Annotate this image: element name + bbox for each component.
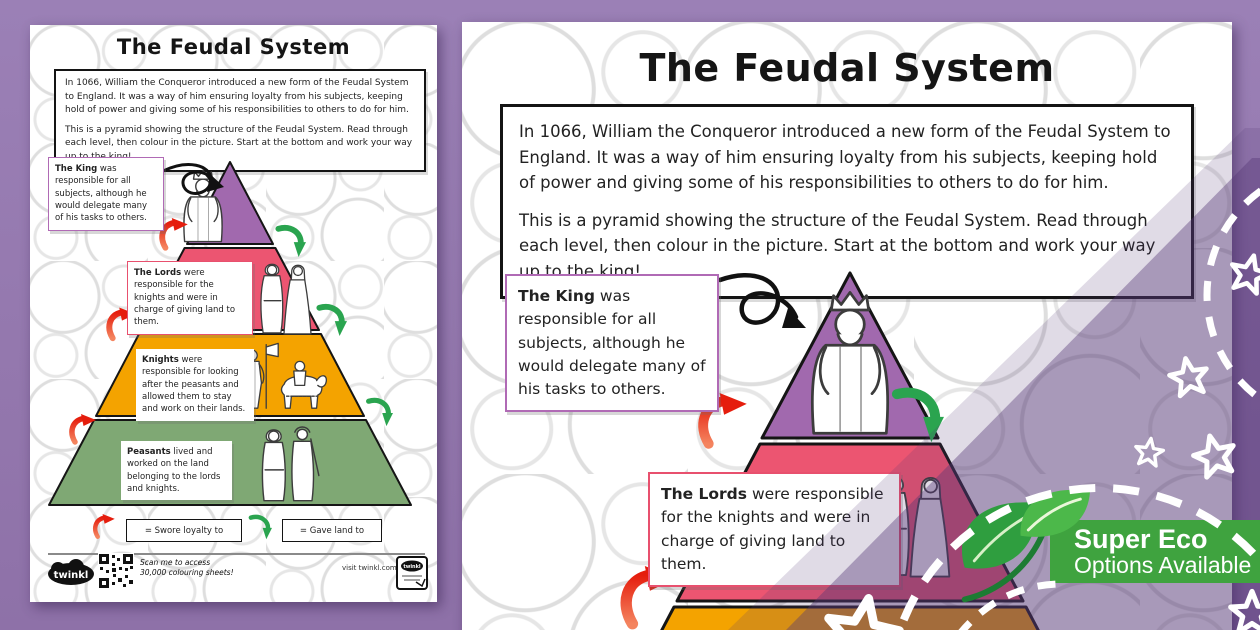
intro-text-box: In 1066, William the Conqueror introduce… <box>500 104 1194 300</box>
qr-code-icon <box>98 553 134 589</box>
knights-description-box: Knights were responsible for looking aft… <box>136 349 254 421</box>
svg-text:twinkl: twinkl <box>54 570 89 581</box>
gave-land-arrow-icon <box>278 228 306 257</box>
eco-badge-title: Super Eco <box>1074 523 1208 554</box>
swore-loyalty-arrow-icon <box>72 414 96 442</box>
svg-text:twinkl: twinkl <box>403 564 421 570</box>
qr-caption: Scan me to access 30,000 colouring sheet… <box>140 558 234 578</box>
page-title: The Feudal System <box>639 46 1055 90</box>
swore-loyalty-arrow-icon <box>92 513 118 541</box>
gave-land-arrow-icon <box>246 512 272 542</box>
king-description-box: The King was responsible for all subject… <box>505 274 719 413</box>
star-icon <box>1231 591 1260 630</box>
king-figure-illustration <box>183 169 223 243</box>
lords-label: The Lords <box>661 485 748 503</box>
worksheet-page-full[interactable]: The Feudal System In 1066, William the C… <box>30 25 437 602</box>
legend-swore-loyalty: = Swore loyalty to <box>126 519 242 542</box>
king-label: The King <box>518 287 595 305</box>
eco-leaves-icon <box>961 489 1090 603</box>
gave-land-arrow-icon <box>897 393 944 443</box>
lords-description-box: The Lords were responsible for the knigh… <box>648 472 901 587</box>
intro-paragraph-1: In 1066, William the Conqueror introduce… <box>65 78 409 115</box>
king-label: The King <box>55 164 98 174</box>
twinkl-logo: twinkl <box>48 559 94 585</box>
gave-land-arrow-icon <box>319 307 347 336</box>
intro-text-box: In 1066, William the Conqueror introduce… <box>54 69 426 172</box>
intro-paragraph-1: In 1066, William the Conqueror introduce… <box>519 122 1171 193</box>
swore-loyalty-arrow-icon <box>162 218 188 248</box>
footer-divider <box>48 553 425 555</box>
intro-paragraph-2: This is a pyramid showing the structure … <box>519 210 1156 281</box>
peasants-label: Peasants <box>127 447 171 457</box>
lords-description-box: The Lords were responsible for the knigh… <box>127 261 253 335</box>
king-description-box: The King was responsible for all subject… <box>48 157 164 231</box>
pyramid-level-king <box>186 161 274 245</box>
legend-gave-land: = Gave land to <box>282 519 382 542</box>
page-title: The Feudal System <box>116 35 351 59</box>
eco-badge-subtitle: Options Available <box>1074 552 1252 579</box>
twinkl-quality-badge: twinkl <box>396 556 428 590</box>
intro-paragraph-2: This is a pyramid showing the structure … <box>65 124 413 162</box>
king-figure-illustration <box>810 291 890 435</box>
knights-label: Knights <box>142 355 179 365</box>
lords-label: The Lords <box>134 268 182 278</box>
lords-figures-illustration <box>260 263 312 335</box>
gave-land-arrow-icon <box>369 400 393 426</box>
peasants-description-box: Peasants lived and worked on the land be… <box>121 441 232 501</box>
peasants-figures-illustration <box>261 426 320 502</box>
website-link[interactable]: visit twinkl.com <box>342 564 397 572</box>
